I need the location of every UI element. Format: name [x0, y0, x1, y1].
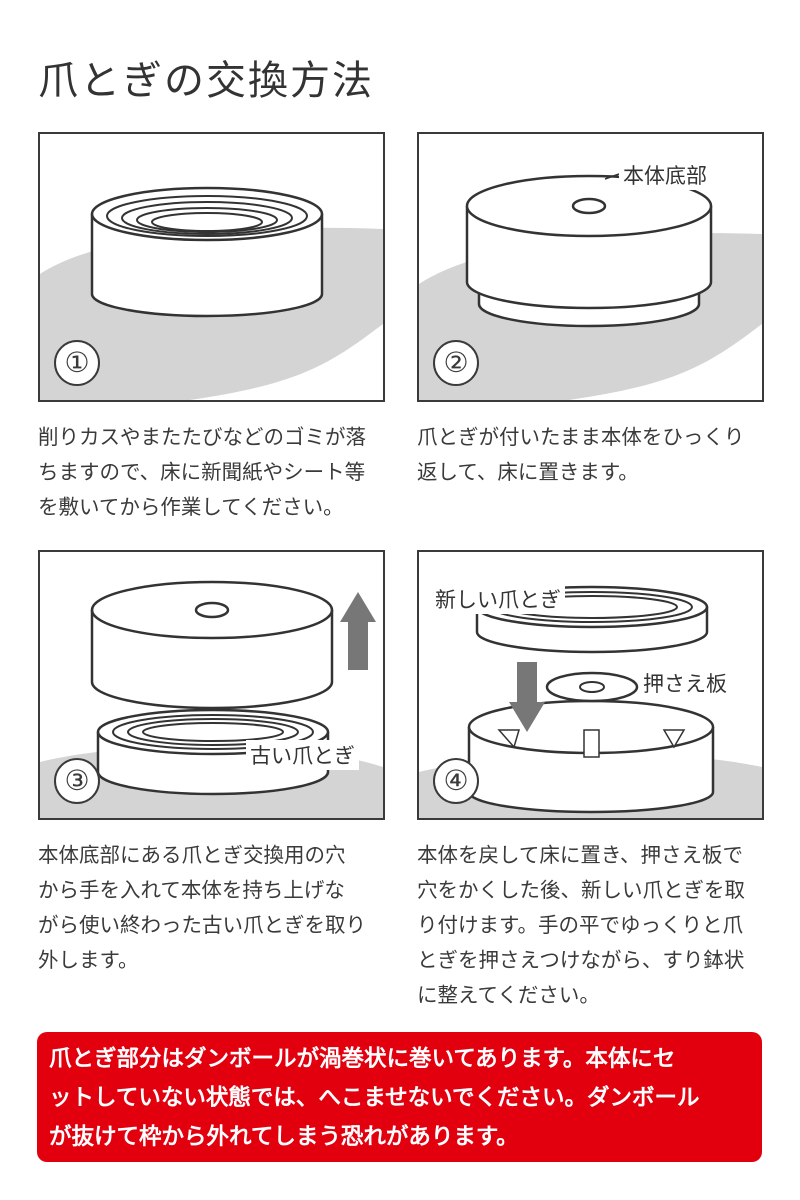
flipped-cylinder-illustration [419, 173, 762, 400]
step-number: ② [433, 340, 479, 386]
install-new-scratcher-illustration [419, 585, 762, 818]
step-number: ③ [54, 758, 100, 804]
step-number: ① [54, 340, 100, 386]
description-line: 穴をかくした後、新しい爪とぎを取 [417, 878, 745, 902]
description-line: から手を入れて本体を持ち上げな [38, 878, 345, 902]
label-new-scratcher: 新しい爪とぎ [431, 584, 565, 614]
lift-body-illustration [40, 580, 383, 818]
step-number: ④ [433, 758, 479, 804]
description-line: り付けます。手の平でゆっくりと爪 [417, 913, 743, 937]
step-3-description: 本体底部にある爪とぎ交換用の穴 から手を入れて本体を持ち上げな がら使い終わった… [38, 838, 366, 978]
step-2-description: 爪とぎが付いたまま本体をひっくり 返して、床に置きます。 [417, 420, 744, 490]
step-1-description: 削りカスやまたたびなどのゴミが落 ちますので、床に新聞紙やシート等 を敷いてから… [38, 420, 366, 525]
description-line: 爪とぎが付いたまま本体をひっくり [417, 425, 745, 449]
step-2-illustration: 本体底部 ② [417, 132, 764, 402]
description-line: に整えてください。 [417, 983, 600, 1007]
description-line: 外します。 [38, 948, 139, 972]
description-line: 本体底部にある爪とぎ交換用の穴 [38, 843, 346, 867]
description-line: 本体を戻して床に置き、押さえ板で [417, 843, 743, 867]
description-line: 返して、床に置きます。 [417, 460, 639, 484]
description-line: とぎを押さえつけながら、すり鉢状 [417, 948, 745, 972]
step-4-illustration: 新しい爪とぎ 押さえ板 ④ [417, 550, 764, 820]
step-1-illustration: ① [38, 132, 385, 402]
page-title: 爪とぎの交換方法 [38, 58, 374, 104]
step-3-illustration: 古い爪とぎ ③ [38, 550, 385, 820]
warning-box: 爪とぎ部分はダンボールが渦巻状に巻いてあります。本体にセ ットしていない状態では… [37, 1032, 762, 1162]
label-old-scratcher: 古い爪とぎ [246, 740, 359, 770]
label-body-bottom: 本体底部 [619, 160, 711, 190]
warning-line: が抜けて枠から外れてしまう恐れがあります。 [49, 1124, 519, 1150]
warning-line: 爪とぎ部分はダンボールが渦巻状に巻いてあります。本体にセ [49, 1046, 676, 1072]
step-4-description: 本体を戻して床に置き、押さえ板で 穴をかくした後、新しい爪とぎを取 り付けます。… [417, 838, 745, 1013]
description-line: がら使い終わった古い爪とぎを取り [38, 913, 366, 937]
description-line: を敷いてから作業してください。 [38, 495, 344, 519]
description-line: 削りカスやまたたびなどのゴミが落 [38, 425, 366, 449]
description-line: ちますので、床に新聞紙やシート等 [38, 460, 366, 484]
warning-line: ットしていない状態では、へこませないでください。ダンボール [49, 1085, 700, 1111]
label-pressing-plate: 押さえ板 [639, 668, 731, 698]
cylinder-on-floor-illustration [40, 186, 383, 400]
